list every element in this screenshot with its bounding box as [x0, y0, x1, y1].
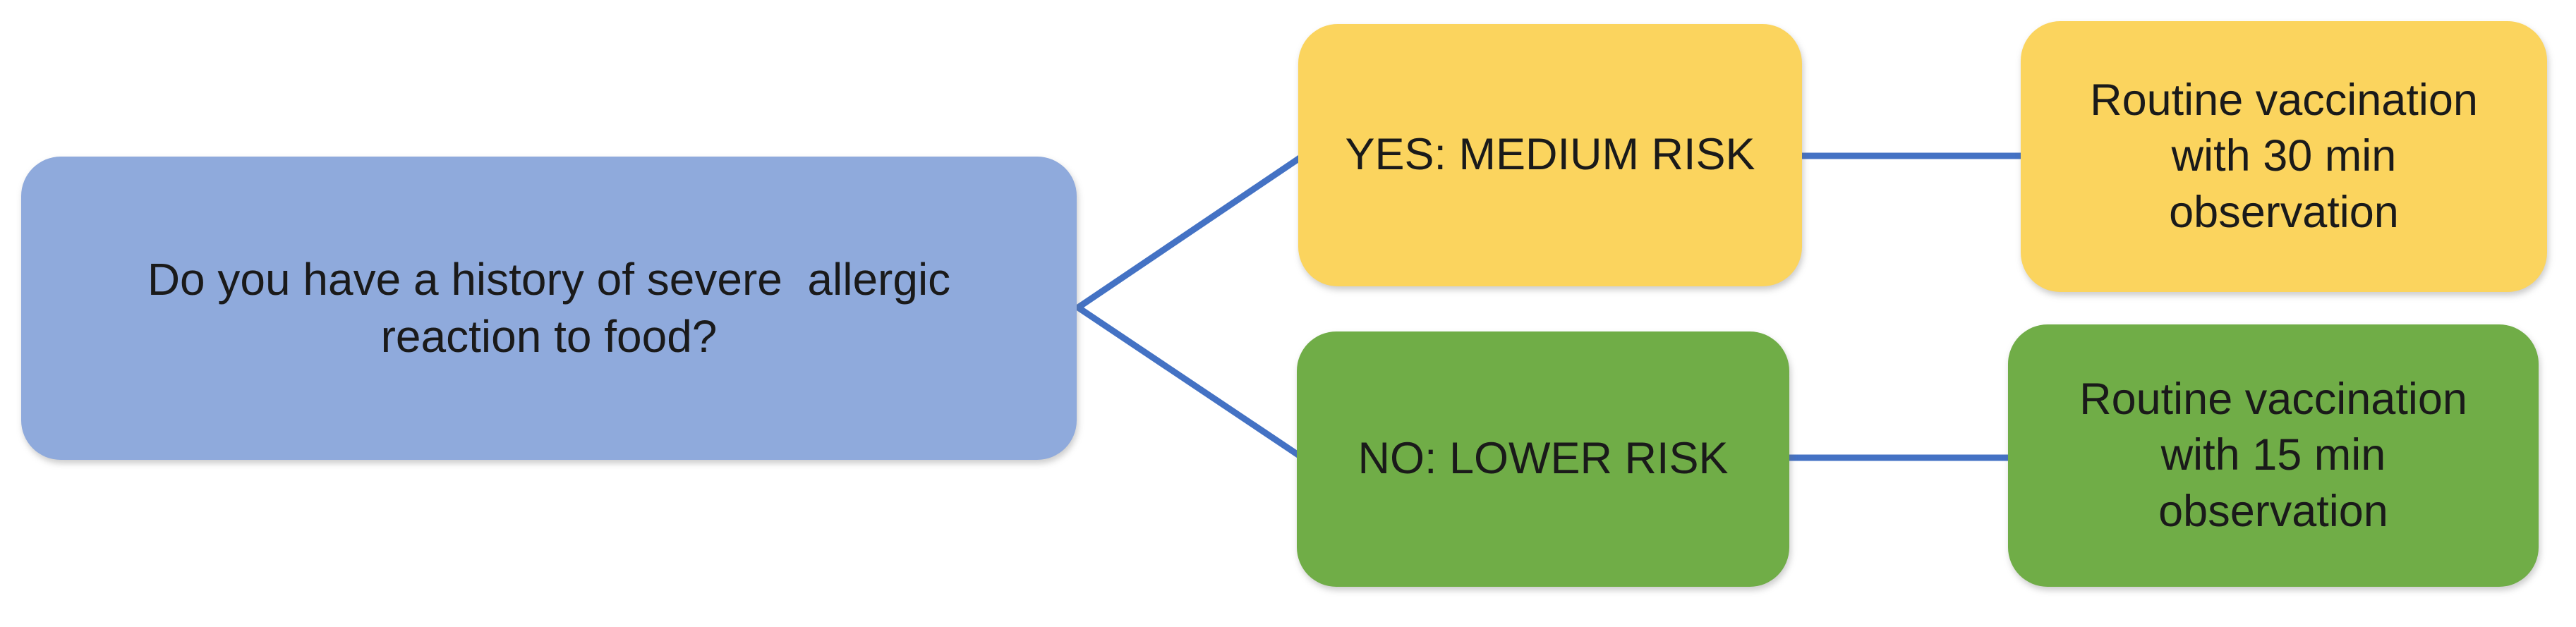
connector-question-to-no	[1075, 304, 1306, 461]
no-branch-label: NO: LOWER RISK	[1357, 434, 1729, 484]
yes-branch-label: YES: MEDIUM RISK	[1345, 130, 1755, 180]
question-box: Do you have a history of severe allergic…	[21, 157, 1077, 460]
yes-branch-box: YES: MEDIUM RISK	[1298, 24, 1802, 286]
lower-risk-outcome-line-1: Routine vaccination	[2079, 374, 2467, 424]
lower-risk-outcome-line-2: with 15 min	[2160, 430, 2386, 480]
lower-risk-outcome-line-3: observation	[2158, 486, 2388, 536]
medium-risk-outcome-line-2: with 30 min	[2171, 131, 2397, 181]
connector-question-to-yes	[1075, 152, 1307, 311]
question-line-2: reaction to food?	[380, 311, 718, 362]
medium-risk-outcome-box: Routine vaccination with 30 min observat…	[2021, 21, 2547, 292]
medium-risk-outcome-line-3: observation	[2169, 187, 2399, 237]
medium-risk-outcome-line-1: Routine vaccination	[2090, 75, 2478, 125]
question-line-1: Do you have a history of severe allergic	[147, 254, 951, 305]
no-branch-box: NO: LOWER RISK	[1297, 331, 1789, 587]
lower-risk-outcome-box: Routine vaccination with 15 min observat…	[2008, 324, 2539, 587]
